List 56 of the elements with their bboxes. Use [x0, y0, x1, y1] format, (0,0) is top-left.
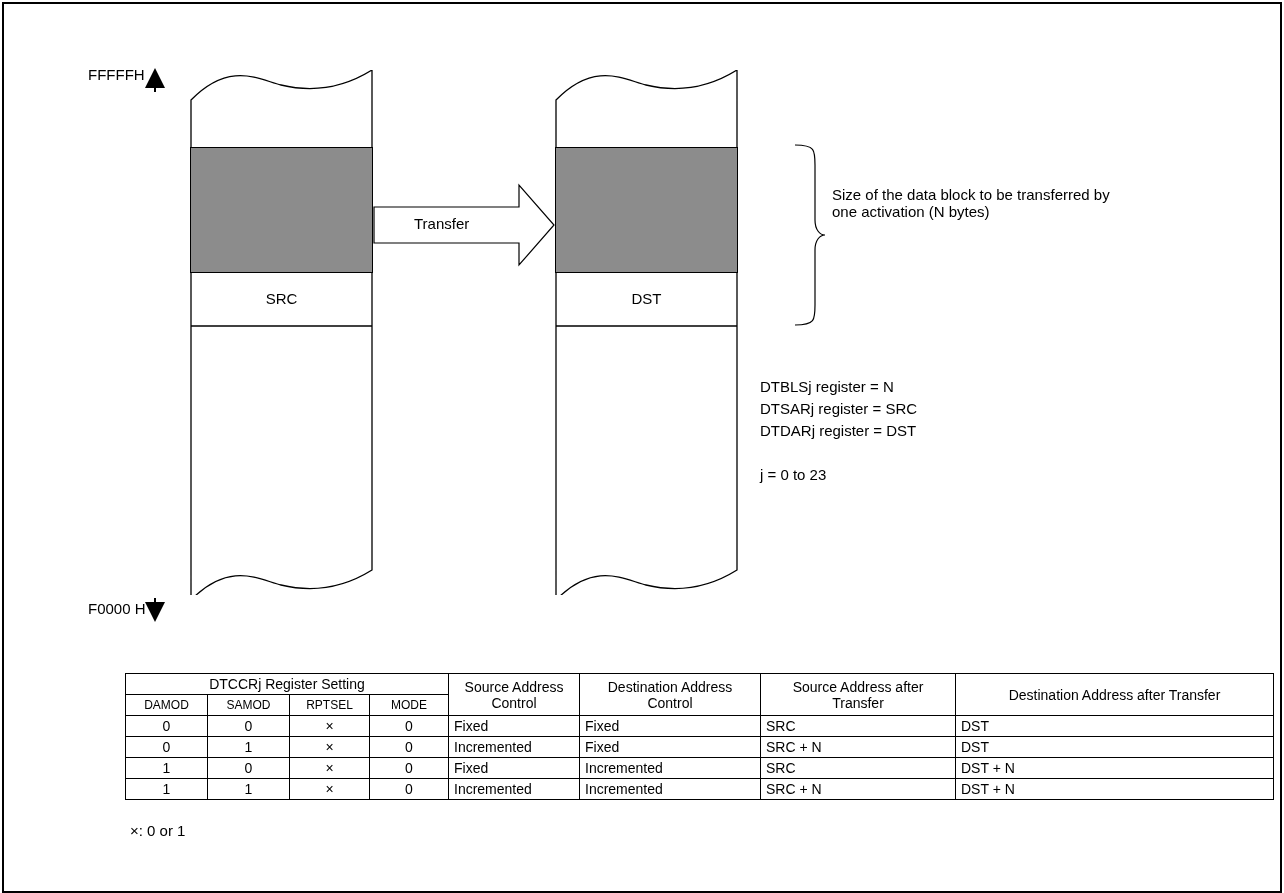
memory-map-column — [190, 70, 373, 595]
annotation-text: DTBLSj register = N — [760, 378, 894, 395]
annotation-text: F0000 H — [88, 600, 146, 617]
table-cell: Destination Address Control — [579, 673, 761, 716]
table-cell: 0 — [369, 757, 449, 779]
table-cell: SAMOD — [207, 694, 290, 716]
table-cell: Destination Address after Transfer — [955, 673, 1274, 716]
table-cell: Incremented — [448, 778, 580, 800]
annotation-text: Size of the data block to be transferred by one activation (N bytes) — [832, 186, 1111, 220]
table-cell: × — [289, 736, 370, 758]
annotation-text: DTDARj register = DST — [760, 422, 917, 439]
region-label: SRC — [264, 290, 299, 307]
table-cell: Fixed — [448, 715, 580, 737]
annotation-text: DTSARj register = SRC — [760, 400, 918, 417]
table-cell: DST + N — [955, 757, 1274, 779]
table-cell: DST + N — [955, 778, 1274, 800]
data-block — [190, 147, 373, 273]
table-cell: 0 — [125, 715, 208, 737]
table-cell: 1 — [207, 736, 290, 758]
table-cell: Source Address after Transfer — [760, 673, 956, 716]
table-cell: 1 — [125, 778, 208, 800]
table-cell: DAMOD — [125, 694, 208, 716]
edge-label: Transfer — [414, 215, 470, 232]
table-cell: Fixed — [448, 757, 580, 779]
table-cell: 0 — [207, 757, 290, 779]
table-cell: SRC — [760, 757, 956, 779]
table-cell: 0 — [369, 736, 449, 758]
table-cell: Fixed — [579, 715, 761, 737]
table-cell: SRC + N — [760, 736, 956, 758]
table-cell: Incremented — [579, 778, 761, 800]
table-cell: 0 — [369, 778, 449, 800]
table-cell: SRC — [760, 715, 956, 737]
table-cell: DTCCRj Register Setting — [125, 673, 449, 695]
table-cell: 1 — [207, 778, 290, 800]
table-cell: 0 — [369, 715, 449, 737]
table-cell: × — [289, 778, 370, 800]
table-cell: Source Address Control — [448, 673, 580, 716]
table-cell: Incremented — [579, 757, 761, 779]
annotation-text: ×: 0 or 1 — [130, 822, 186, 839]
table-cell: RPTSEL — [289, 694, 370, 716]
annotation-text: j = 0 to 23 — [760, 466, 827, 483]
table-cell: DST — [955, 715, 1274, 737]
table-cell: SRC + N — [760, 778, 956, 800]
table-cell: × — [289, 757, 370, 779]
region-label: DST — [630, 290, 663, 307]
memory-map-column — [555, 70, 738, 595]
table-cell: 0 — [207, 715, 290, 737]
data-block — [555, 147, 738, 273]
annotation-text: FFFFFH — [88, 66, 145, 83]
table-cell: DST — [955, 736, 1274, 758]
table-cell: × — [289, 715, 370, 737]
table-cell: 0 — [125, 736, 208, 758]
table-cell: Fixed — [579, 736, 761, 758]
transfer-arrow — [373, 183, 555, 267]
table-cell: Incremented — [448, 736, 580, 758]
table-cell: 1 — [125, 757, 208, 779]
